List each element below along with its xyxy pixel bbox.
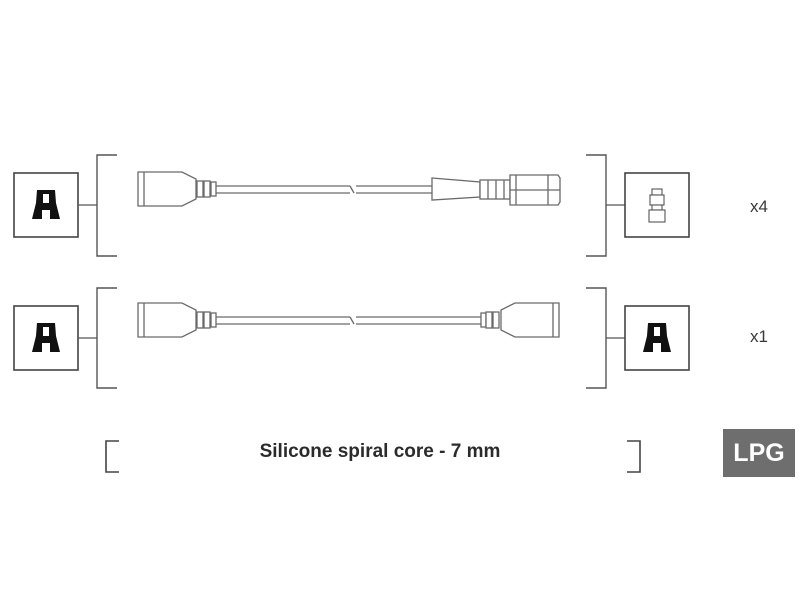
cable-row-1 xyxy=(13,154,690,257)
left-bracket-2 xyxy=(96,287,117,389)
stepped-terminal-icon xyxy=(648,188,666,223)
left-connector-box-1 xyxy=(13,172,97,238)
right-bracket-1 xyxy=(586,154,607,257)
cable-spec-caption: Silicone spiral core - 7 mm xyxy=(259,441,501,462)
quantity-label-row-1: x4 xyxy=(750,197,768,216)
left-connector-box-2 xyxy=(13,305,97,371)
caption-right-bracket xyxy=(627,440,641,473)
caption-left-bracket xyxy=(105,440,119,473)
quantity-label-row-2: x1 xyxy=(750,327,768,346)
right-connector-box-2 xyxy=(606,305,690,371)
left-bracket-1 xyxy=(96,154,117,257)
cable-2 xyxy=(137,302,560,338)
cable-row-2 xyxy=(13,287,690,389)
right-connector-box-1 xyxy=(606,172,690,238)
right-bracket-2 xyxy=(586,287,607,389)
cable-1 xyxy=(137,171,561,207)
lpg-badge: LPG xyxy=(723,429,795,477)
